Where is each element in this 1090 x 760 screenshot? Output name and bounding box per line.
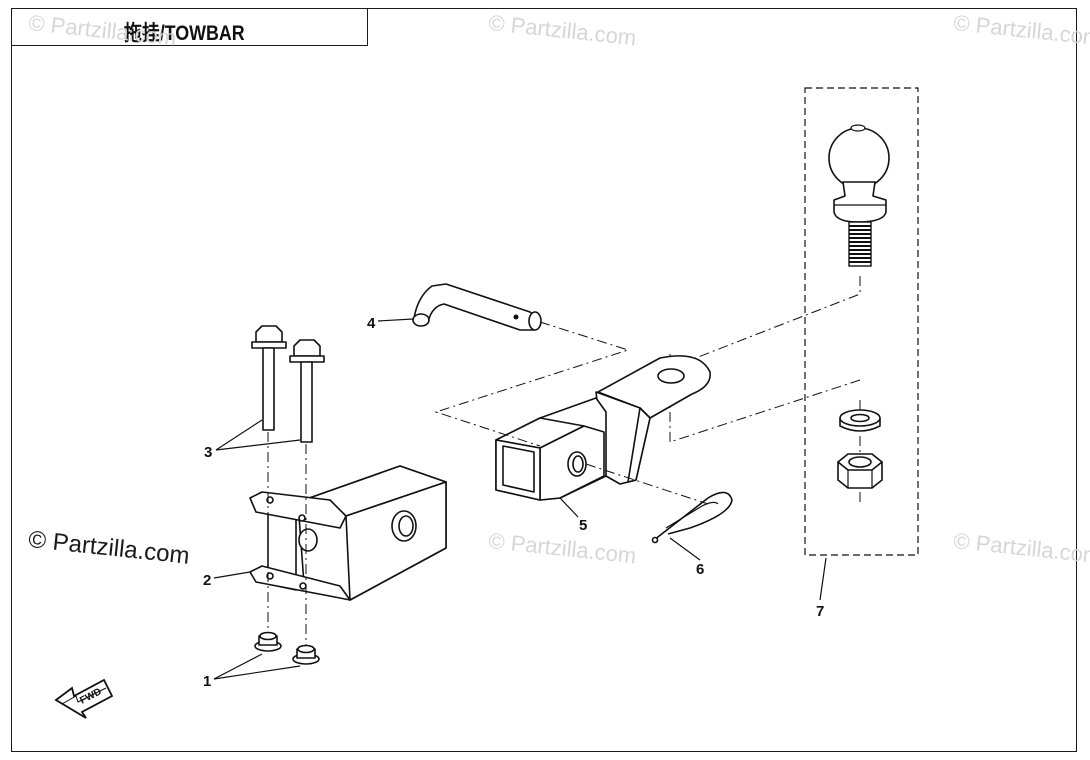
tow-ball[interactable] <box>828 124 890 267</box>
drawbar[interactable] <box>495 355 711 501</box>
diagram-frame <box>11 8 1077 752</box>
ball-kit-box <box>804 87 919 556</box>
callout-2: 2 <box>203 572 211 589</box>
fwd-arrow-icon: FWD <box>54 678 114 719</box>
title-box: 拖挂/TOWBAR <box>11 8 368 46</box>
r-clip[interactable] <box>651 491 733 544</box>
bolt[interactable] <box>289 339 325 443</box>
lock-washer[interactable] <box>839 409 881 432</box>
page-title: 拖挂/TOWBAR <box>124 22 245 45</box>
receiver-bracket[interactable] <box>249 465 447 601</box>
bolt[interactable] <box>251 325 287 431</box>
flange-nut[interactable] <box>292 644 320 665</box>
callout-3: 3 <box>204 444 212 461</box>
hex-nut[interactable] <box>837 453 883 489</box>
callout-7: 7 <box>816 603 824 620</box>
hitch-pin[interactable] <box>412 283 542 331</box>
callout-5: 5 <box>579 517 587 534</box>
callout-6: 6 <box>696 561 704 578</box>
callout-1: 1 <box>203 673 211 690</box>
callout-4: 4 <box>367 315 376 332</box>
flange-nut[interactable] <box>254 631 282 652</box>
